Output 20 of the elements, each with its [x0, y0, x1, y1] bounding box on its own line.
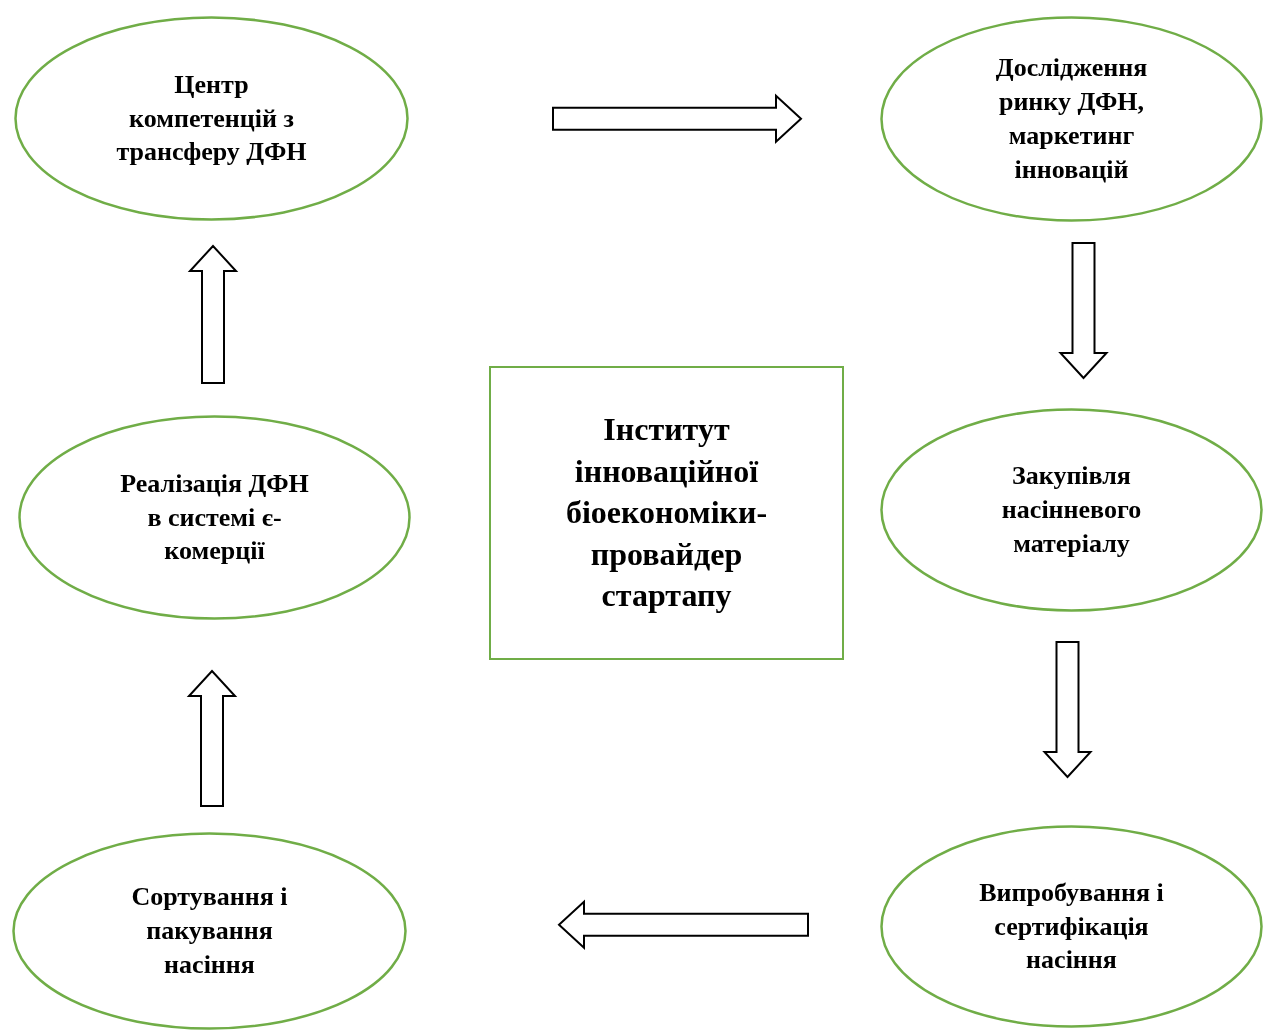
block-arrow — [187, 244, 239, 384]
process-ellipse — [880, 16, 1263, 222]
center-box — [489, 366, 844, 660]
process-ellipse — [880, 825, 1263, 1028]
node-label: Реалізація ДФН в системі є-комерції — [119, 467, 310, 568]
node-label: Випробування і сертифікація насіння — [978, 876, 1165, 977]
node-label: Інститут інноваційної біоекономіки-провайдер стартапу — [564, 410, 769, 616]
node-label: Дослідження ринку ДФН, маркетинг інновацій — [994, 52, 1149, 186]
process-ellipse — [18, 415, 411, 620]
node-label: Сортування і пакування насіння — [130, 881, 289, 981]
block-arrow — [1058, 242, 1109, 380]
block-arrow — [557, 899, 809, 951]
process-ellipse — [12, 832, 407, 1030]
node-label: Центр компетенцій з трансферу ДФН — [115, 68, 308, 169]
block-arrow — [1042, 641, 1093, 779]
process-ellipse — [880, 408, 1263, 612]
block-arrow — [186, 669, 238, 807]
node-label: Закупівля насінневого матеріалу — [1000, 460, 1143, 560]
block-arrow — [552, 93, 803, 145]
process-ellipse — [14, 16, 409, 221]
